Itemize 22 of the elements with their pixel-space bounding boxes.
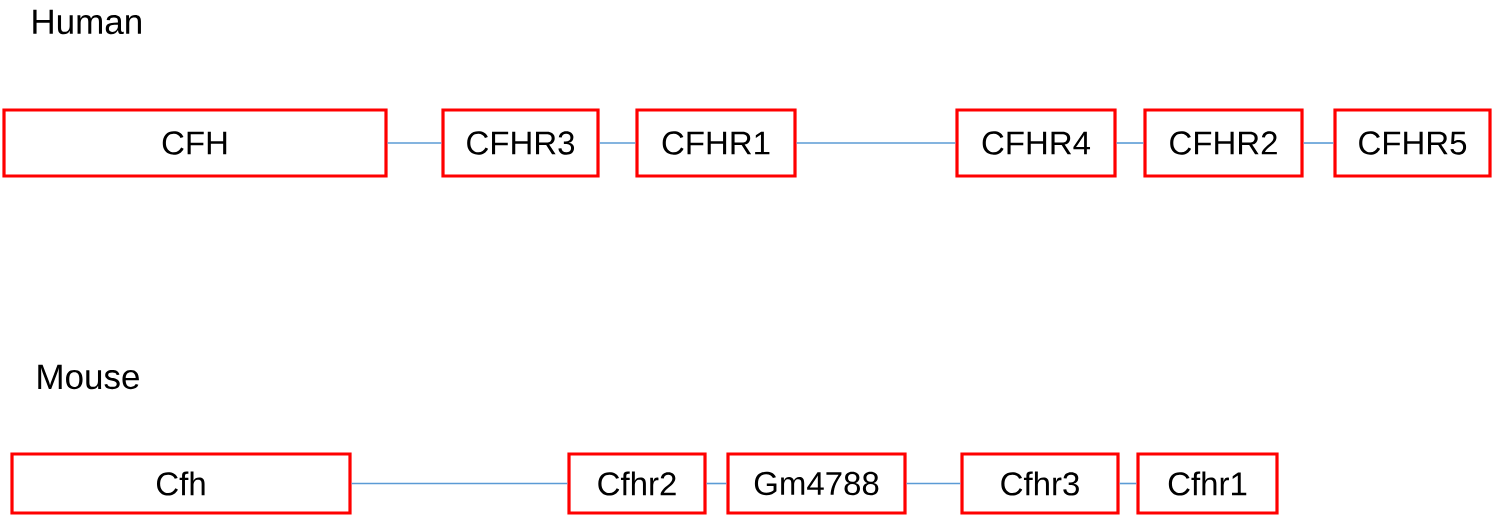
connector-line bbox=[1118, 482, 1138, 485]
gene-box: Gm4788 bbox=[726, 452, 907, 515]
gene-box: CFHR5 bbox=[1333, 108, 1492, 178]
connector-line bbox=[386, 142, 443, 144]
gene-box: CFHR3 bbox=[441, 108, 600, 178]
connector-line bbox=[350, 482, 569, 485]
species-label: Human bbox=[33, 9, 141, 35]
gene-box: Cfh bbox=[10, 452, 352, 515]
gene-box: CFH bbox=[2, 108, 388, 178]
gene-box: Cfhr3 bbox=[960, 452, 1120, 515]
gene-box: Cfhr2 bbox=[567, 452, 707, 515]
connector-line bbox=[598, 142, 637, 144]
gene-box: CFHR1 bbox=[635, 108, 797, 178]
species-label: Mouse bbox=[38, 364, 139, 390]
connector-line bbox=[905, 482, 962, 485]
gene-box: Cfhr1 bbox=[1136, 452, 1279, 515]
gene-box: CFHR4 bbox=[955, 108, 1117, 178]
connector-line bbox=[705, 482, 728, 485]
connector-line bbox=[1115, 142, 1145, 144]
gene-box: CFHR2 bbox=[1143, 108, 1304, 178]
connector-line bbox=[1302, 142, 1335, 144]
connector-line bbox=[795, 142, 957, 144]
